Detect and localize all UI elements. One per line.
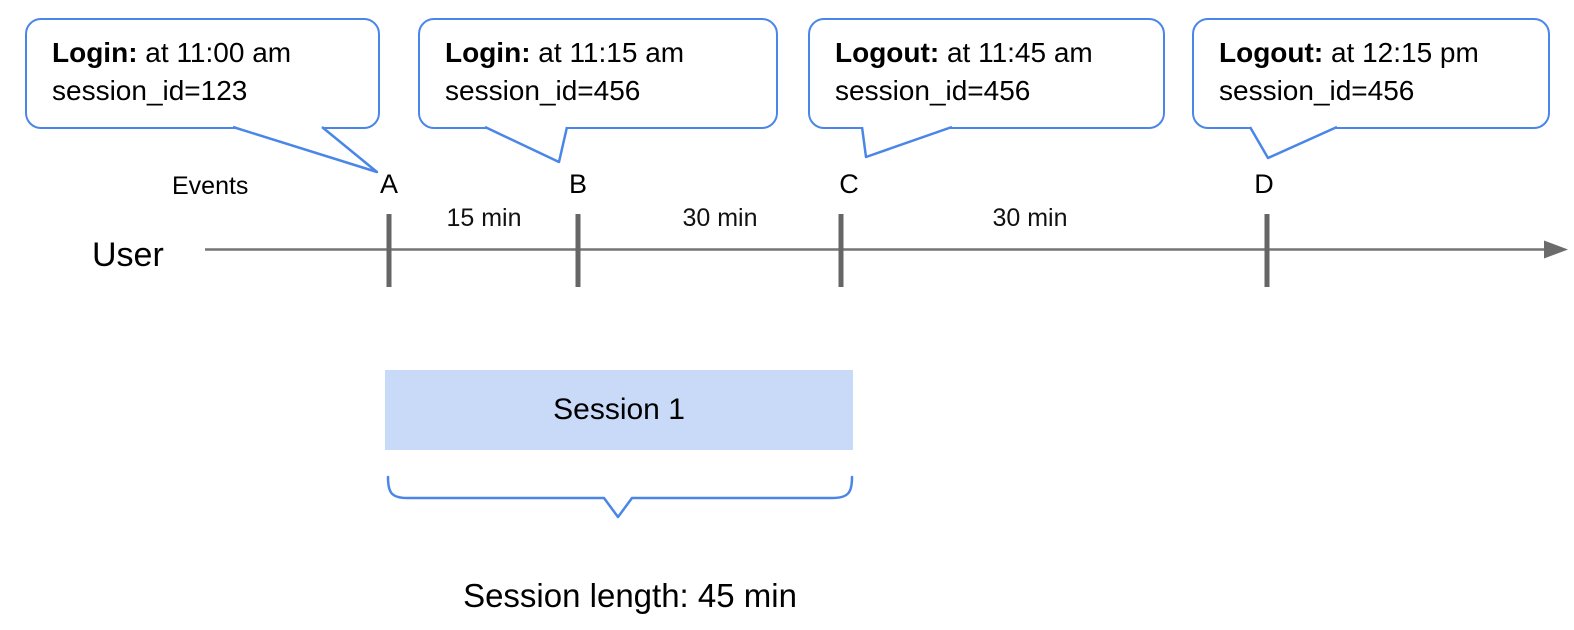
event-marker-a: A <box>379 169 399 199</box>
user-row-label: User <box>92 236 164 274</box>
session-1-box: Session 1 <box>385 370 853 450</box>
callout-event-c: Logout: at 11:45 am session_id=456 <box>808 18 1165 129</box>
event-marker-d: D <box>1254 169 1274 199</box>
callout-session-id: session_id=123 <box>52 75 248 106</box>
callout-tail-d <box>1248 125 1338 160</box>
session-1-box-label: Session 1 <box>553 393 685 426</box>
callout-tail-c <box>860 125 953 159</box>
callout-line1: Login: at 11:00 am <box>52 34 360 72</box>
callout-event-a: Login: at 11:00 am session_id=123 <box>25 18 380 129</box>
callout-event-d: Logout: at 12:15 pm session_id=456 <box>1192 18 1550 129</box>
event-marker-b: B <box>568 169 588 199</box>
callout-event-type: Logout: <box>1219 37 1324 68</box>
callout-line1: Login: at 11:15 am <box>445 34 758 72</box>
callout-session-id: session_id=456 <box>835 75 1031 106</box>
callout-event-time: at 11:00 am <box>137 37 292 68</box>
callout-session-id: session_id=456 <box>445 75 641 106</box>
session-length-label: Session length: 45 min <box>463 577 797 614</box>
callout-session-id: session_id=456 <box>1219 75 1415 106</box>
callout-event-time: at 11:45 am <box>939 37 1093 68</box>
session-length-brace <box>386 475 854 519</box>
callout-event-type: Login: <box>52 37 138 68</box>
timeline-arrowhead-icon <box>1544 240 1568 259</box>
callout-event-time: at 12:15 pm <box>1323 37 1479 68</box>
callout-event-b: Login: at 11:15 am session_id=456 <box>418 18 778 129</box>
event-marker-c: C <box>839 169 859 199</box>
events-row-label: Events <box>172 172 249 200</box>
callout-event-type: Login: <box>445 37 531 68</box>
callout-event-time: at 11:15 am <box>530 37 685 68</box>
callout-line1: Logout: at 12:15 pm <box>1219 34 1530 72</box>
interval-label-ab: 15 min <box>446 204 522 232</box>
callout-event-type: Logout: <box>835 37 940 68</box>
interval-label-bc: 30 min <box>682 204 758 232</box>
interval-label-cd: 30 min <box>992 204 1068 232</box>
callout-tail-a <box>232 125 379 174</box>
callout-line1: Logout: at 11:45 am <box>835 34 1145 72</box>
callout-tail-b <box>484 125 569 164</box>
